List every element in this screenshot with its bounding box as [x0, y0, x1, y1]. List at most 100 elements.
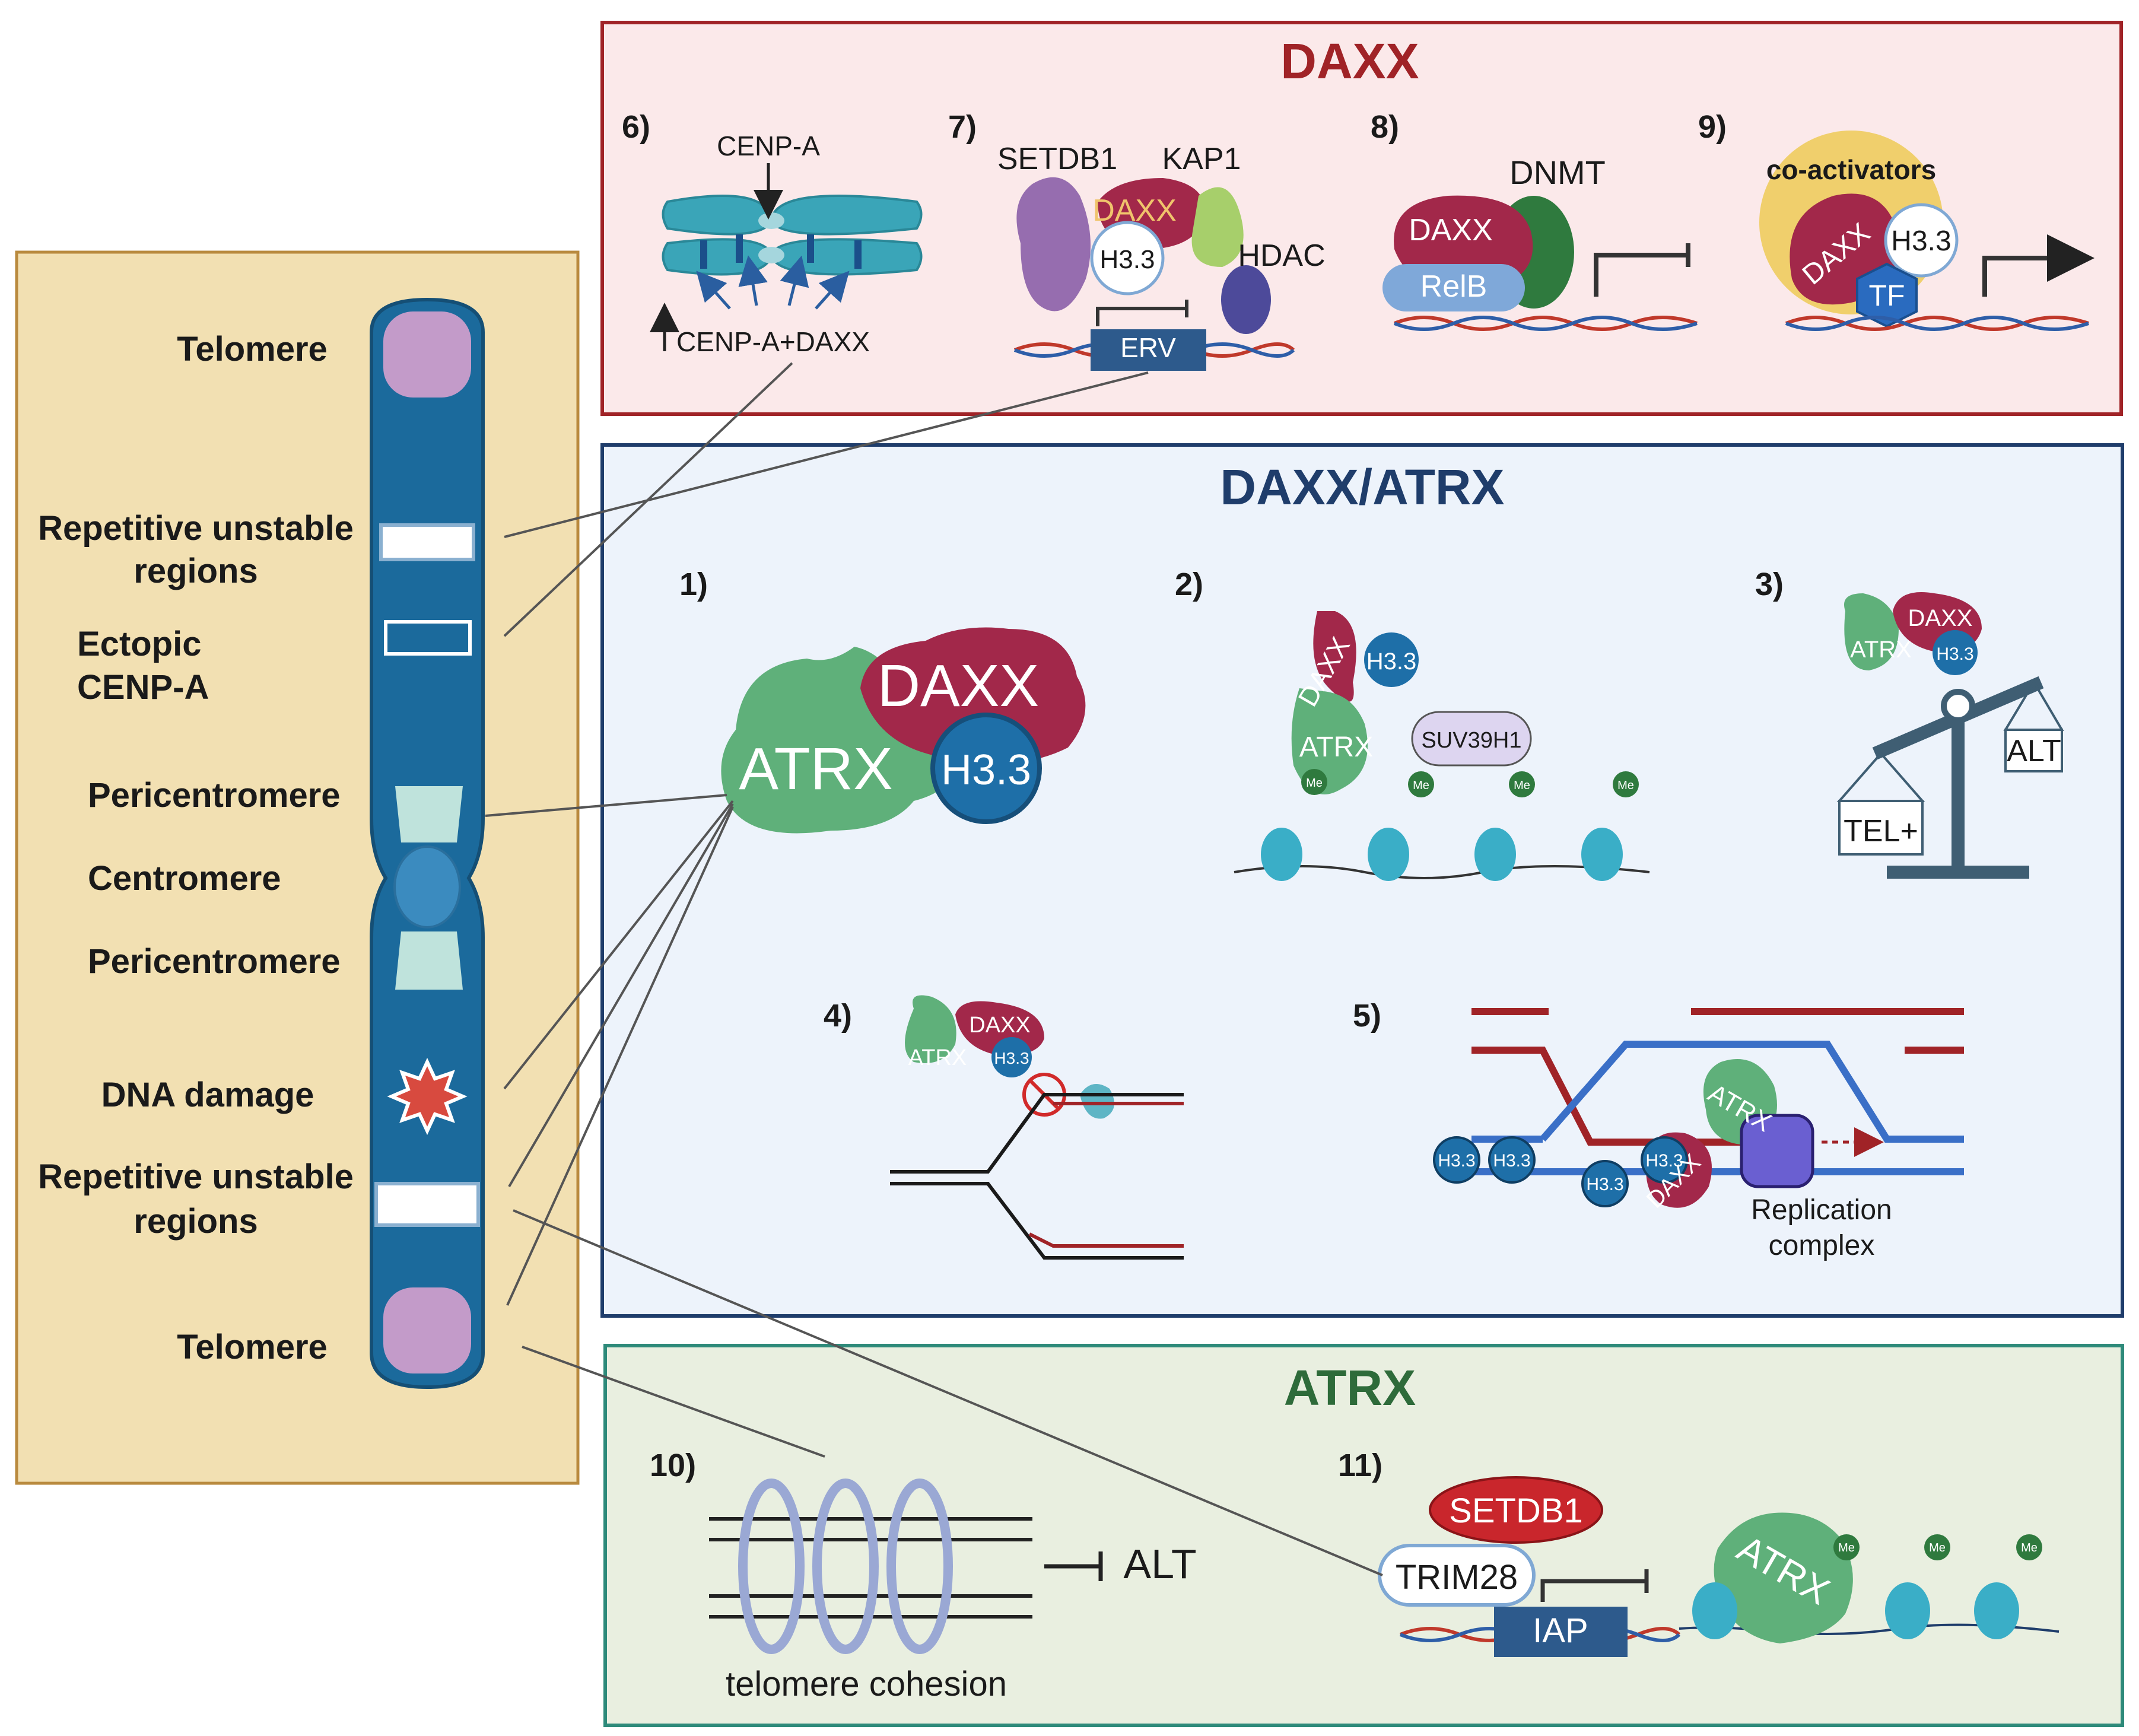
label-coactivators: co-activators	[1766, 154, 1936, 185]
ectopic-cenpa-band	[384, 620, 472, 656]
atrx-panel-title: ATRX	[1284, 1360, 1416, 1416]
pericentromere-top-band	[395, 786, 463, 842]
label-ectopic-2: CENP-A	[77, 668, 209, 707]
label-daxx-4: DAXX	[969, 1013, 1030, 1038]
label-h33-7: H3.3	[1100, 245, 1155, 274]
label-atrx-1: ATRX	[739, 736, 892, 802]
atrx-panel: ATRX 10) 11) ALT telomere cohesion	[603, 1344, 2124, 1727]
label-5: 5)	[1353, 998, 1381, 1034]
coactivators-tf	[1759, 131, 2094, 331]
label-pericentromere-bottom: Pericentromere	[88, 942, 341, 981]
iap-silencing	[1378, 1476, 2059, 1657]
label-me-2d: Me	[1617, 779, 1634, 792]
daxx-atrx-panel: DAXX/ATRX 1) 2) 3) 4) 5) ATRX DAXX H3.3	[600, 443, 2124, 1318]
label-setdb1-11: SETDB1	[1449, 1492, 1583, 1530]
label-daxx-7: DAXX	[1092, 193, 1177, 228]
label-4: 4)	[824, 998, 852, 1034]
label-me-11c: Me	[2021, 1541, 2038, 1554]
label-repetitive-top-1: Repetitive unstable	[38, 509, 354, 548]
centromere-oval	[393, 845, 461, 929]
replication-complex	[1433, 1008, 1964, 1208]
telomere-cohesion	[709, 1479, 1103, 1654]
label-3: 3)	[1755, 567, 1784, 602]
label-atrx-3: ATRX	[1850, 637, 1912, 663]
label-6: 6)	[622, 109, 650, 145]
daxx-panel-title: DAXX	[1280, 33, 1419, 89]
label-alt-3: ALT	[2007, 734, 2061, 768]
label-replication-1: Replication	[1751, 1194, 1892, 1226]
label-daxx-3: DAXX	[1908, 605, 1973, 631]
label-alt-10: ALT	[1123, 1541, 1196, 1587]
label-hdac: HDAC	[1238, 239, 1325, 273]
atrx-daxx-h33-complex	[721, 627, 1086, 834]
label-h33-9: H3.3	[1891, 225, 1951, 257]
dnmt-relb	[1382, 195, 1698, 331]
pericentromere-bottom-band	[395, 931, 463, 990]
label-atrx-2: ATRX	[1299, 732, 1373, 763]
label-cenpa-daxx: CENP-A+DAXX	[676, 326, 870, 357]
cenpa-arrows	[650, 255, 850, 351]
chromosome-panel: Telomere Repetitive unstable regions Ect…	[15, 250, 580, 1485]
alt-balance	[1836, 592, 2064, 879]
label-telomere-bottom: Telomere	[177, 1328, 328, 1366]
label-setdb1-7: SETDB1	[997, 142, 1117, 176]
label-7: 7)	[948, 109, 977, 145]
daxx-panel: DAXX 6) 7) 8) 9) CENP-A CENP-A+DAXX	[600, 21, 2123, 416]
label-kap1: KAP1	[1162, 142, 1241, 176]
label-h33-5c: H3.3	[1586, 1175, 1623, 1194]
label-trim28: TRIM28	[1396, 1558, 1518, 1597]
label-tel: TEL+	[1844, 814, 1918, 848]
label-tf: TF	[1868, 279, 1905, 312]
label-1: 1)	[679, 567, 708, 602]
label-centromere: Centromere	[88, 859, 281, 898]
suv39h1-heterochromatin	[1234, 611, 1650, 881]
label-daxx-8: DAXX	[1409, 213, 1493, 247]
label-relb: RelB	[1420, 269, 1488, 304]
label-h33-2: H3.3	[1366, 648, 1417, 675]
label-me-2a: Me	[1306, 777, 1323, 790]
label-dna-damage: DNA damage	[101, 1076, 314, 1114]
label-dnmt: DNMT	[1509, 154, 1606, 191]
label-iap: IAP	[1533, 1611, 1588, 1650]
connector-lines	[485, 362, 1383, 1576]
label-h33-5b: H3.3	[1493, 1151, 1530, 1171]
telomere-top-band	[383, 311, 471, 398]
label-h33-5a: H3.3	[1438, 1151, 1475, 1171]
label-telomere-cohesion: telomere cohesion	[726, 1665, 1007, 1703]
label-suv39h1: SUV39H1	[1422, 728, 1522, 753]
label-h33-1: H3.3	[941, 746, 1031, 794]
label-9: 9)	[1698, 109, 1727, 145]
label-8: 8)	[1371, 109, 1399, 145]
label-h33-5d: H3.3	[1645, 1151, 1683, 1171]
label-daxx-1: DAXX	[878, 653, 1039, 719]
label-repetitive-bottom-1: Repetitive unstable	[38, 1158, 354, 1196]
replication-fork-stall	[890, 995, 1184, 1260]
chromosome-body	[370, 297, 485, 1390]
repetitive-top-band	[379, 523, 475, 561]
repetitive-bottom-band	[374, 1182, 480, 1227]
mitotic-chromosome	[662, 195, 923, 276]
label-repetitive-bottom-2: regions	[134, 1202, 258, 1241]
label-h33-4: H3.3	[994, 1049, 1029, 1067]
label-pericentromere-top: Pericentromere	[88, 776, 341, 815]
label-me-2b: Me	[1413, 779, 1429, 792]
label-10: 10)	[650, 1448, 696, 1483]
label-repetitive-top-2: regions	[134, 552, 258, 590]
telomere-bottom-band	[383, 1287, 471, 1373]
label-atrx-4: ATRX	[908, 1045, 967, 1070]
label-ectopic-1: Ectopic	[77, 625, 202, 663]
label-11: 11)	[1338, 1448, 1382, 1483]
label-me-2c: Me	[1514, 779, 1530, 792]
dna-damage-star	[387, 1057, 468, 1136]
label-telomere-top: Telomere	[177, 330, 328, 368]
label-2: 2)	[1175, 567, 1203, 602]
label-replication-2: complex	[1769, 1230, 1875, 1261]
label-cenpa: CENP-A	[717, 131, 820, 161]
daxx-atrx-panel-title: DAXX/ATRX	[1220, 459, 1504, 515]
label-me-11b: Me	[1929, 1541, 1946, 1554]
label-me-11a: Me	[1838, 1541, 1855, 1554]
label-erv: ERV	[1120, 332, 1176, 363]
erv-silencing	[1013, 177, 1295, 371]
label-h33-3: H3.3	[1936, 644, 1973, 664]
